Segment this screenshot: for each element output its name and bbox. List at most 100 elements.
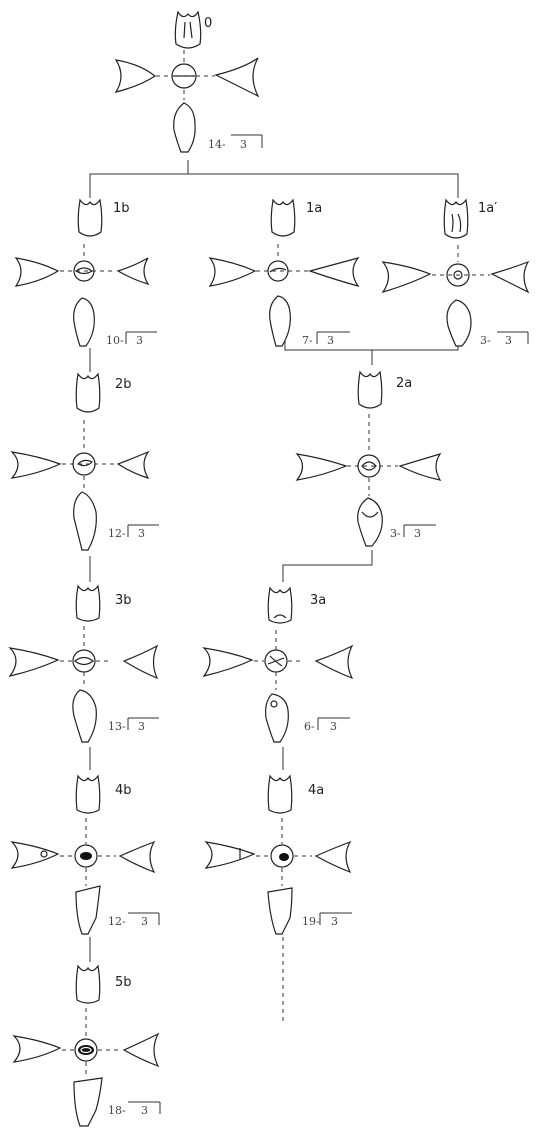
stage-count-value: 3 <box>141 1104 148 1117</box>
stage-count-prefix: 12- <box>108 527 126 540</box>
tooth-top-view <box>443 198 469 239</box>
tooth-left-profile <box>114 59 157 93</box>
tooth-left-profile <box>295 453 348 481</box>
stage-count-prefix: 18- <box>108 1104 126 1117</box>
stage-label: 2a <box>396 376 412 391</box>
stage-count-prefix: 13- <box>108 720 126 733</box>
tooth-bottom-mark <box>270 700 278 708</box>
stage-count-value: 3 <box>414 527 421 540</box>
tooth-bottom-view <box>265 693 289 743</box>
stage-count: 3- 3 <box>480 331 529 347</box>
stage-count-value: 3 <box>505 334 512 347</box>
tooth-bottom-view <box>269 295 291 347</box>
stage-count-prefix: 3- <box>390 527 401 540</box>
tooth-right-profile <box>122 644 159 680</box>
tooth-left-profile <box>14 257 60 287</box>
tooth-right-profile <box>307 256 360 288</box>
stage-count-prefix: 19- <box>302 915 320 928</box>
tooth-occlusal-view <box>72 452 96 476</box>
tooth-left-profile <box>381 261 432 294</box>
tooth-group-stage-1a: 1a 7- 3 <box>208 198 360 347</box>
stage-count-prefix: 12- <box>108 915 126 928</box>
stage-count: 6- 3 <box>304 717 350 733</box>
stage-count-value: 3 <box>138 527 145 540</box>
tooth-bottom-view <box>73 491 97 551</box>
tooth-top-view <box>75 372 101 413</box>
stage-label: 1b <box>113 201 130 216</box>
tooth-bottom-view <box>75 885 101 935</box>
tooth-top-mark <box>273 614 287 619</box>
stage-count-value: 3 <box>240 138 247 151</box>
tooth-group-stage-1a-prime: 1a′ 3- 3 <box>381 198 530 347</box>
tooth-bottom-view <box>267 887 293 935</box>
stage-count-value: 3 <box>330 720 337 733</box>
tooth-occlusal-wear-facet <box>78 1045 94 1055</box>
tooth-right-profile <box>214 57 260 98</box>
tooth-group-stage-3a: 3a 6- 3 <box>202 586 354 743</box>
stage-count-prefix: 10- <box>106 334 124 347</box>
stage-count: 3- 3 <box>390 524 436 540</box>
tooth-right-profile <box>490 260 530 294</box>
tooth-group-stage-4a: 4a 19- 3 <box>204 774 352 935</box>
tooth-bottom-mark <box>361 511 379 518</box>
tooth-top-view <box>75 964 101 1004</box>
tooth-left-profile <box>204 841 256 869</box>
tooth-left-mark <box>40 850 48 858</box>
tooth-left-profile <box>10 451 62 479</box>
tooth-occlusal-mark <box>76 459 94 467</box>
stage-count-prefix: 14- <box>208 138 226 151</box>
tooth-right-profile <box>116 257 150 286</box>
stage-label: 0 <box>204 16 212 31</box>
tooth-occlusal-mark <box>80 1046 92 1054</box>
stage-count-value: 3 <box>138 720 145 733</box>
tooth-top-view <box>77 198 103 237</box>
tooth-left-profile <box>202 647 254 677</box>
tooth-left-profile <box>12 1035 62 1063</box>
tooth-right-profile <box>314 840 352 874</box>
stage-count: 12- 3 <box>108 524 159 540</box>
stage-label: 3a <box>310 593 326 608</box>
tooth-left-profile <box>10 841 60 869</box>
tooth-top-view <box>267 774 293 814</box>
tooth-occlusal-mark <box>361 461 377 471</box>
stage-count: 12- 3 <box>108 912 160 928</box>
branch-to-stage-3a <box>282 550 373 582</box>
tooth-bottom-view <box>73 297 95 347</box>
tooth-occlusal-view <box>72 649 96 673</box>
tooth-bottom-view <box>173 102 196 153</box>
stage-count: 10- 3 <box>106 331 157 347</box>
stage-label: 3b <box>115 593 132 608</box>
stage-count: 14- 3 <box>208 134 263 151</box>
stage-label: 4b <box>115 783 132 798</box>
stage-count-value: 3 <box>331 915 338 928</box>
stage-count: 7- 3 <box>302 331 350 347</box>
stage-count: 18- 3 <box>108 1101 161 1117</box>
tooth-right-profile <box>118 840 156 874</box>
tooth-group-stage-3b: 3b 13- 3 <box>8 584 159 743</box>
tooth-group-stage-0: 0 14- 3 <box>114 10 263 153</box>
stage-count-value: 3 <box>141 915 148 928</box>
tooth-group-stage-1b: 1b 10- 3 <box>14 198 157 347</box>
tooth-occlusal-mark <box>269 267 287 273</box>
tooth-top-mark <box>451 213 462 233</box>
stage-label: 1a <box>306 201 322 216</box>
tooth-group-stage-5b: 5b 18- 3 <box>12 964 161 1127</box>
stage-count-prefix: 7- <box>302 334 313 347</box>
tooth-right-profile <box>116 450 150 479</box>
stage-count: 19- 3 <box>302 912 352 928</box>
tooth-occlusal-mark <box>267 655 285 667</box>
tooth-occlusal-wear-facet <box>80 852 92 860</box>
stage-count-prefix: 3- <box>480 334 491 347</box>
tooth-occlusal-wear-facet <box>279 853 289 861</box>
tooth-occlusal-mark <box>74 656 94 666</box>
stage-count-prefix: 6- <box>304 720 315 733</box>
tooth-group-stage-2b: 2b 12- 3 <box>10 372 159 551</box>
tooth-top-view <box>357 370 383 409</box>
stage-count: 13- 3 <box>108 717 159 733</box>
stage-count-value: 3 <box>327 334 334 347</box>
stage-label: 1a′ <box>478 201 497 216</box>
tooth-top-view <box>75 774 101 814</box>
tooth-top-mark <box>183 21 193 39</box>
tooth-left-profile <box>8 647 60 677</box>
